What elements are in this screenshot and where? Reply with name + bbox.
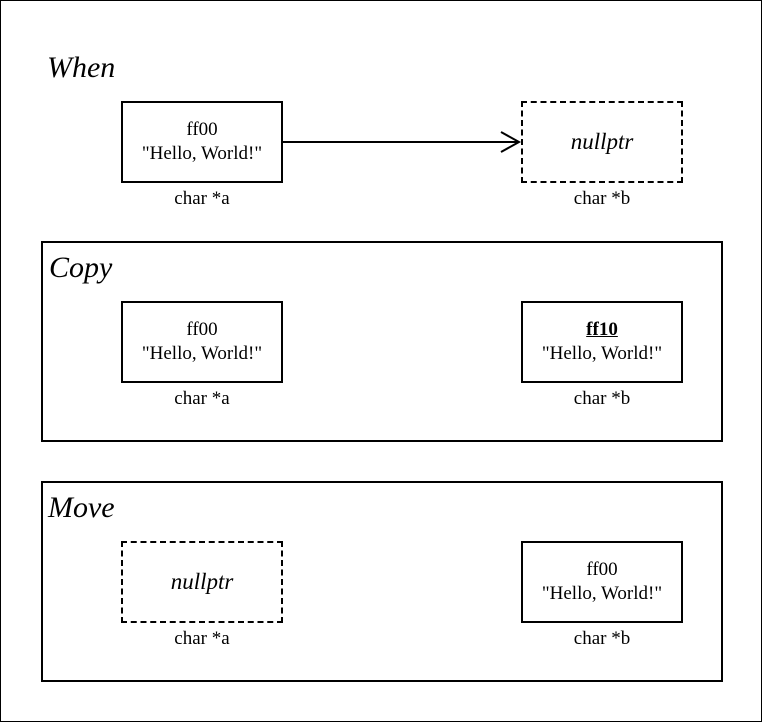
move-b-label: char *b	[573, 628, 631, 649]
move-a-value: nullptr	[170, 569, 234, 594]
move-title: Move	[48, 491, 115, 524]
copy-b-value: "Hello, World!"	[541, 343, 663, 364]
copy-a-address: ff00	[186, 319, 218, 340]
when-pointer-b-box: nullptr	[521, 101, 683, 183]
move-pointer-b-box: ff00 "Hello, World!"	[521, 541, 683, 623]
move-b-address: ff00	[586, 559, 618, 580]
move-b-value: "Hello, World!"	[541, 583, 663, 604]
copy-a-label: char *a	[174, 388, 230, 409]
when-b-label: char *b	[573, 188, 631, 209]
copy-b-label: char *b	[573, 388, 631, 409]
copy-title: Copy	[49, 251, 113, 284]
copy-b-address: ff10	[586, 319, 618, 340]
when-a-address: ff00	[186, 119, 218, 140]
copy-panel	[41, 241, 723, 442]
when-pointer-a-box: ff00 "Hello, World!"	[121, 101, 283, 183]
copy-pointer-a-box: ff00 "Hello, World!"	[121, 301, 283, 383]
when-a-value: "Hello, World!"	[141, 143, 263, 164]
move-a-label: char *a	[174, 628, 230, 649]
move-pointer-a-box: nullptr	[121, 541, 283, 623]
copy-a-value: "Hello, World!"	[141, 343, 263, 364]
move-panel	[41, 481, 723, 682]
when-title: When	[47, 51, 116, 84]
copy-pointer-b-box: ff10 "Hello, World!"	[521, 301, 683, 383]
when-a-label: char *a	[174, 188, 230, 209]
when-b-value: nullptr	[570, 129, 634, 154]
